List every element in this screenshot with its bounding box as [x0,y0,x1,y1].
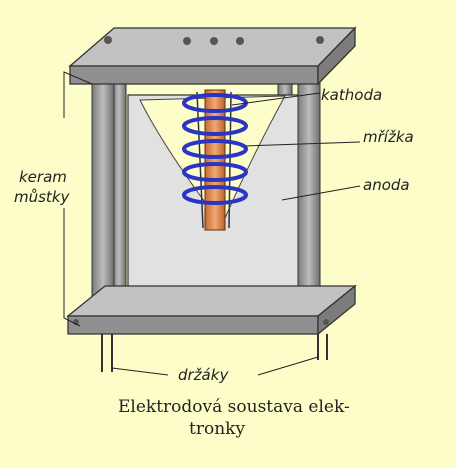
bottom-ceramic-bridge [66,284,357,336]
cathode-tube [204,89,226,231]
leader-lines [63,71,361,376]
figure-caption: Elektrodová soustava elek- tronky [118,396,418,440]
label-cathode: kathoda [321,86,383,104]
grid-support-wires [196,91,232,229]
top-ceramic-bridge [68,26,357,86]
label-ceramic-bridges-line2: můstky [14,188,70,206]
label-ceramic-bridges-line1: keram [19,168,67,186]
label-grid: mřížka [363,128,414,146]
caption-line2: tronky [189,419,246,439]
caption-line1: Elektrodová soustava elek- [118,397,350,417]
label-anode: anoda [363,176,410,194]
label-holders: držáky [178,366,229,384]
holder-wires [101,334,328,372]
front-support-rods [91,73,321,315]
